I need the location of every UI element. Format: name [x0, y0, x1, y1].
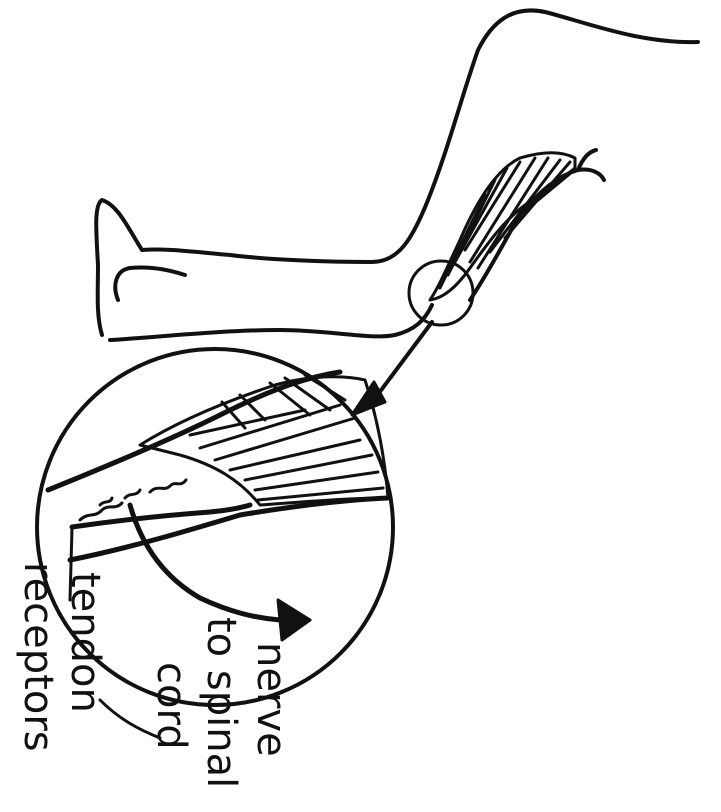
label-tendon: tendon: [62, 572, 108, 713]
label-cord: cord: [148, 662, 194, 750]
small-muscle: [430, 153, 575, 300]
label-nerve: nerve: [248, 642, 294, 757]
magnifier-small-circle: [409, 261, 473, 325]
receptors-label-group: receptors: [15, 562, 61, 752]
spinal-label-group: to spinal: [198, 617, 244, 788]
label-to-spinal: to spinal: [198, 617, 244, 788]
cord-label-group: cord: [148, 662, 194, 750]
nerve-label-group: nerve: [248, 642, 294, 757]
leg-outline: [96, 10, 698, 340]
tendon-bands: [48, 372, 388, 560]
tendon-label-group: tendon: [62, 572, 108, 713]
label-receptors: receptors: [15, 562, 61, 752]
